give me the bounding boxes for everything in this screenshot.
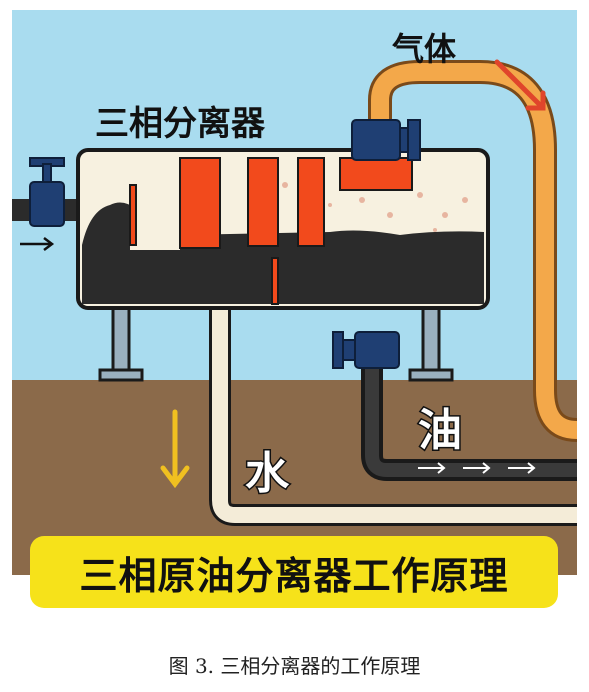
baffle-plates bbox=[129, 157, 413, 305]
figure-caption: 图 3. 三相分离器的工作原理 bbox=[168, 654, 421, 678]
arrow-right-icon bbox=[418, 462, 536, 474]
gas-label: 气体 bbox=[392, 30, 456, 68]
separator-title: 三相分离器 bbox=[95, 104, 266, 144]
gas-bubbles bbox=[282, 182, 468, 232]
arrow-right-icon bbox=[20, 237, 55, 251]
water-label: 水 bbox=[245, 448, 290, 499]
oil-label: 油 bbox=[418, 405, 462, 456]
oil-liquid bbox=[82, 202, 484, 304]
valve-icon bbox=[29, 119, 421, 369]
arrow-down-icon bbox=[160, 409, 190, 489]
arrow-diagonal-icon bbox=[494, 59, 546, 111]
title-banner: 三相原油分离器工作原理 bbox=[30, 536, 558, 608]
